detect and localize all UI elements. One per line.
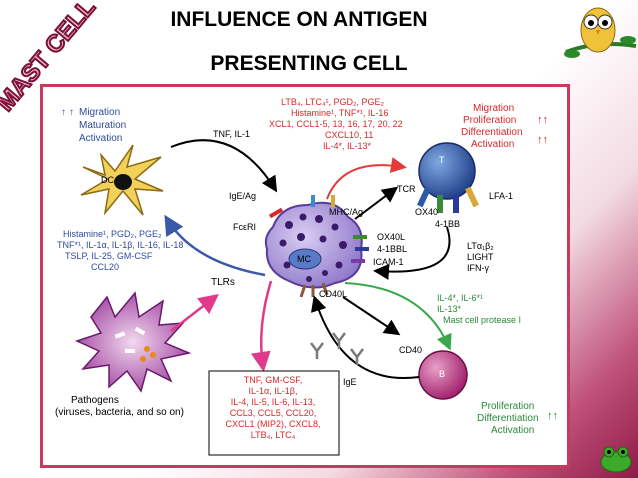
b-mediator-1: IL-13* <box>437 304 462 314</box>
b-effect-differentiation: Differentiation <box>477 413 539 424</box>
b-cell: B <box>418 350 468 400</box>
t-mediator-3: CXCL10, 11 <box>325 130 373 140</box>
mc-label: MC <box>297 254 311 264</box>
arrow-mc-to-dc <box>164 214 266 277</box>
dc-effects: ↑ ↑ Migration Maturation Activation <box>61 107 126 144</box>
b-cell-mediators: IL-4*, IL-6*¹ IL-13* Mast cell protease … <box>437 293 521 325</box>
cd40-label: CD40 <box>399 345 422 355</box>
title-line-1: INFLUENCE ON ANTIGEN <box>170 8 428 31</box>
dendritic-cell: DC <box>80 144 164 216</box>
b-effect-activation: Activation <box>491 425 534 436</box>
arrow-mc-to-tcr <box>354 186 399 220</box>
ige-label: IgE <box>343 377 357 387</box>
owl-icon <box>564 7 637 58</box>
t-effect-activation: Activation <box>471 139 514 150</box>
b-mediator-0: IL-4*, IL-6*¹ <box>437 293 483 303</box>
arrow-mc-to-dc-tnf <box>170 139 278 193</box>
ox40-label: OX40 <box>415 207 438 217</box>
t-cell-mediators: LTB₄, LTC₄¹, PGD₂, PGE₂ Histamine¹, TNF*… <box>269 97 403 151</box>
t-mediator-4: IL-4*, IL-13* <box>323 141 372 151</box>
diagram-svg: ↑ ↑ Migration Maturation Activation DC H… <box>55 97 558 456</box>
tnf-il1-label: TNF, IL-1 <box>213 129 250 139</box>
pathogens-sublabel: (viruses, bacteria, and so on) <box>55 407 184 418</box>
light-label: LIGHT <box>467 252 494 262</box>
cytokine-2: IL-4, IL-5, IL-6, IL-13, <box>231 397 316 407</box>
ige-ag-label: IgE/Ag <box>229 191 256 201</box>
lfa1-label: LFA-1 <box>489 191 513 201</box>
cytokine-5: LTB₄, LTC₄ <box>251 430 296 440</box>
t-mediator-2: XCL1, CCL1-5, 13, 16, 17, 20, 22 <box>269 119 403 129</box>
mhc-ag-label: MHC/Ag <box>329 207 363 217</box>
arrow-t-to-mc <box>373 226 451 280</box>
b-label: B <box>439 369 445 379</box>
arrow-mc-to-cd40 <box>342 296 401 336</box>
tcr-label: TCR <box>397 184 416 194</box>
t-label: T <box>439 155 445 165</box>
lt-label: LTα₁β₂ <box>467 241 494 251</box>
arrow-pathogen-to-tlr <box>170 293 219 332</box>
tlrs-label: TLRs <box>211 277 235 288</box>
arrow-mc-to-cytokines <box>250 280 273 372</box>
antibody-icons <box>310 332 364 365</box>
dc-effect-migration: Migration <box>79 107 120 118</box>
t-mediator-0: LTB₄, LTC₄¹, PGD₂, PGE₂ <box>281 97 385 107</box>
t-effect-migration: Migration <box>473 103 514 114</box>
svg-text:↑↑: ↑↑ <box>547 410 558 422</box>
b-cell-effects: Proliferation Differentiation Activation… <box>477 401 558 436</box>
cytokine-0: TNF, GM-CSF, <box>244 375 303 385</box>
t-effect-proliferation: Proliferation <box>463 115 516 126</box>
cytokine-box <box>208 370 340 456</box>
b-effect-proliferation: Proliferation <box>481 401 534 412</box>
b-mediator-2: Mast cell protease I <box>443 315 521 325</box>
t-mediator-1: Histamine¹, TNF*¹, IL-16 <box>291 108 388 118</box>
t-effect-differentiation: Differentiation <box>461 127 523 138</box>
dc-mediator-2: TSLP, IL-25, GM-CSF <box>65 251 153 261</box>
cd40l-label: CD40L <box>319 289 347 299</box>
svg-text:↑↑: ↑↑ <box>537 134 548 146</box>
frog-icon <box>600 446 632 473</box>
dc-mediators: Histamine¹, PGD₂, PGE₂ TNF*¹, IL-1α, IL-… <box>57 229 183 272</box>
diagram-panel: ↑ ↑ Migration Maturation Activation DC H… <box>40 84 570 468</box>
dc-effect-activation: Activation <box>79 133 122 144</box>
mast-cell-logo: MAST CELL <box>0 0 102 115</box>
t-cell: T <box>417 142 479 213</box>
pathogen-graphic <box>74 291 192 393</box>
arrow-mc-to-t-red <box>326 157 407 200</box>
icam-label: ICAM-1 <box>373 257 404 267</box>
41bbl-label: 4-1BBL <box>377 244 407 254</box>
dc-label: DC <box>101 175 114 185</box>
dc-effect-maturation: Maturation <box>79 120 126 131</box>
arrow-mc-to-b-green <box>344 282 452 351</box>
title-line-2: PRESENTING CELL <box>210 52 408 75</box>
svg-text:↑: ↑ <box>69 107 74 118</box>
cytokine-list: TNF, GM-CSF, IL-1α, IL-1β, IL-4, IL-5, I… <box>225 375 320 440</box>
dc-mediator-3: CCL20 <box>91 262 119 272</box>
dc-mediator-0: Histamine¹, PGD₂, PGE₂ <box>63 229 162 239</box>
ifn-label: IFN-γ <box>467 263 489 273</box>
pathogens-label: Pathogens <box>71 395 119 406</box>
cytokine-3: CCL3, CCL5, CCL20, <box>230 408 317 418</box>
svg-text:↑↑: ↑↑ <box>537 114 548 126</box>
svg-text:↑: ↑ <box>61 107 66 118</box>
41bb-label: 4-1BB <box>435 219 460 229</box>
t-cell-effects: Migration Proliferation Differentiation … <box>461 103 548 150</box>
mast-cell: MC <box>264 195 369 298</box>
fceri-label: FcεRI <box>233 222 256 232</box>
cytokine-1: IL-1α, IL-1β, <box>249 386 298 396</box>
ox40l-label: OX40L <box>377 232 405 242</box>
cytokine-4: CXCL1 (MIP2), CXCL8, <box>225 419 320 429</box>
arrow-b-to-mc <box>311 295 420 379</box>
dc-mediator-1: TNF*¹, IL-1α, IL-1β, IL-16, IL-18 <box>57 240 183 250</box>
